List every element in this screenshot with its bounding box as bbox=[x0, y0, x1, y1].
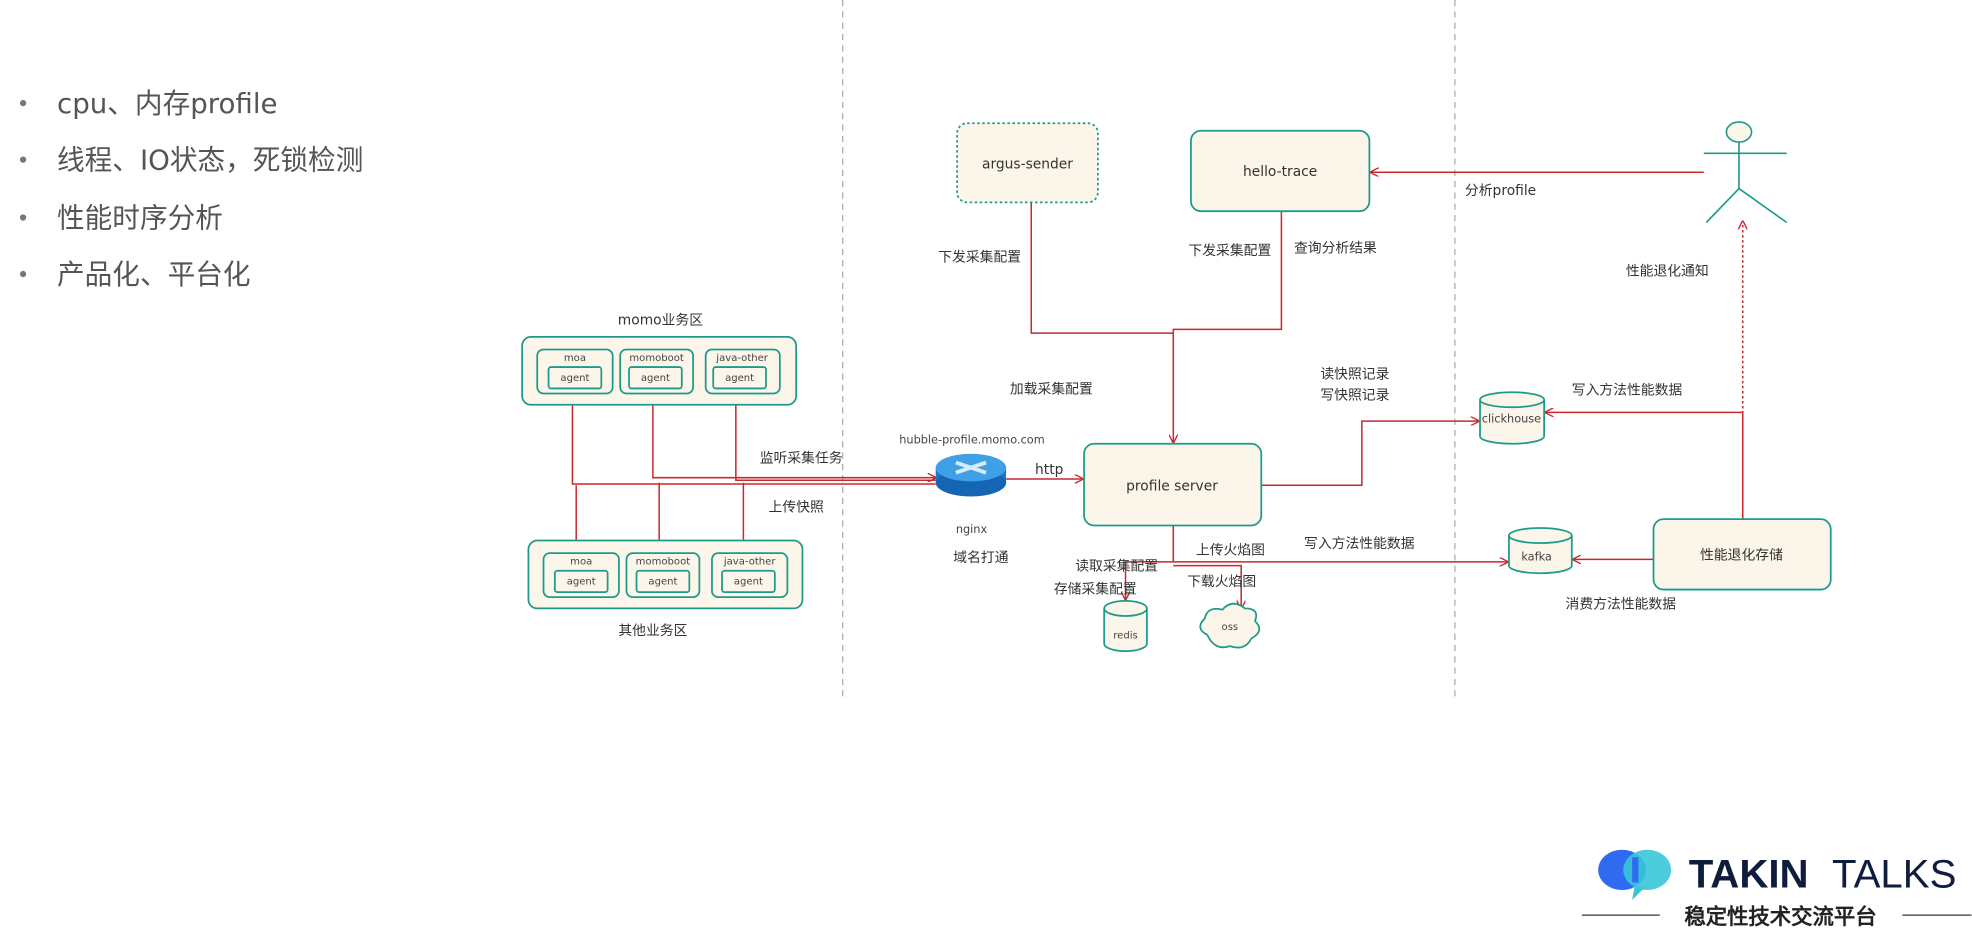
edge-label: 下载火焰图 bbox=[1187, 574, 1256, 590]
bullet-item: 线程、IO状态，死锁检测 bbox=[57, 144, 363, 177]
edge-label: 加载采集配置 bbox=[1010, 381, 1093, 397]
bullet-item: 性能时序分析 bbox=[57, 202, 223, 235]
edge-labels: 监听采集任务 上传快照 hubble-profile.momo.com ngin… bbox=[760, 183, 1709, 613]
node-label: redis bbox=[1113, 631, 1137, 642]
app-label: momoboot bbox=[636, 556, 691, 567]
edge-label: 下发采集配置 bbox=[1188, 243, 1271, 259]
momo-zone: momo业务区 moa agent momoboot agent java-othe… bbox=[521, 312, 798, 406]
node-label: profile server bbox=[1126, 478, 1218, 494]
edge-label: 写入方法性能数据 bbox=[1304, 536, 1415, 552]
edge-label: 写快照记录 bbox=[1320, 388, 1389, 404]
edge-label: 分析profile bbox=[1465, 183, 1536, 199]
app-label: java-other bbox=[715, 353, 768, 364]
connectors bbox=[571, 172, 1742, 608]
agent-label: agent bbox=[734, 577, 763, 588]
node-label: oss bbox=[1222, 622, 1239, 633]
edge-label: 监听采集任务 bbox=[760, 451, 843, 467]
edge-label: http bbox=[1035, 462, 1064, 478]
app-label: java-other bbox=[723, 556, 776, 567]
bullet-dot bbox=[19, 270, 27, 278]
app-moa[interactable]: moa agent bbox=[542, 552, 620, 598]
agent-label: agent bbox=[567, 577, 596, 588]
edge-label: 消费方法性能数据 bbox=[1566, 596, 1677, 612]
other-zone: moa agent momoboot agent java-other agent 其… bbox=[527, 539, 804, 639]
app-label: moa bbox=[570, 556, 592, 567]
edge-label: 下发采集配置 bbox=[938, 249, 1021, 265]
logo-tagline: 稳定性技术交流平台 bbox=[1684, 904, 1876, 930]
app-label: momoboot bbox=[629, 353, 684, 364]
edge-label: 读快照记录 bbox=[1320, 366, 1389, 382]
node-label: 性能退化存储 bbox=[1700, 547, 1783, 563]
edge-label: 写入方法性能数据 bbox=[1572, 383, 1683, 399]
app-java-other[interactable]: java-other agent bbox=[711, 552, 789, 598]
agent-label: agent bbox=[648, 577, 677, 588]
agent-label: agent bbox=[725, 373, 754, 384]
node-hello-trace[interactable]: hello-trace bbox=[1190, 129, 1371, 213]
edge-label: 上传火焰图 bbox=[1196, 542, 1265, 558]
edge-label: 上传快照 bbox=[769, 500, 824, 516]
node-label: argus-sender bbox=[982, 156, 1073, 172]
bullet-dot bbox=[19, 99, 27, 107]
edge-label: 域名打通 bbox=[953, 549, 1008, 566]
edge-label: hubble-profile.momo.com bbox=[899, 434, 1044, 447]
takintalks-logo: TAKIN TALKS 稳定性技术交流平台 bbox=[1581, 849, 1972, 930]
bullet-dot bbox=[19, 214, 27, 221]
zone-title: 其他业务区 bbox=[618, 623, 687, 639]
node-label: clickhouse bbox=[1482, 412, 1541, 425]
oss-cloud-icon[interactable]: oss bbox=[1199, 602, 1261, 649]
zone-title: momo业务区 bbox=[618, 312, 703, 328]
bullet-item: cpu、内存profile bbox=[57, 87, 278, 120]
agent-label: agent bbox=[641, 373, 670, 384]
kafka-database-icon[interactable]: kafka bbox=[1508, 527, 1573, 575]
edge-label: 查询分析结果 bbox=[1294, 241, 1377, 257]
logo-brand-light: TALKS bbox=[1832, 851, 1956, 896]
edge-label: 读取采集配置 bbox=[1075, 559, 1158, 575]
nginx-router-icon[interactable] bbox=[935, 453, 1007, 497]
edge-label: 性能退化通知 bbox=[1626, 262, 1709, 279]
app-moa[interactable]: moa agent bbox=[536, 348, 614, 395]
node-profile-server[interactable]: profile server bbox=[1083, 442, 1263, 527]
bullet-item: 产品化、平台化 bbox=[57, 258, 250, 291]
bullet-list: cpu、内存profile 线程、IO状态，死锁检测 性能时序分析 产品化、平台… bbox=[19, 87, 363, 291]
node-storage[interactable]: 性能退化存储 bbox=[1652, 518, 1832, 591]
edge-label: nginx bbox=[956, 523, 988, 536]
clickhouse-database-icon[interactable]: clickhouse bbox=[1479, 391, 1546, 445]
user-actor-icon bbox=[1703, 121, 1788, 224]
app-label: moa bbox=[564, 353, 586, 364]
node-label: hello-trace bbox=[1243, 164, 1317, 180]
edge-label: 存储采集配置 bbox=[1054, 581, 1137, 597]
agent-label: agent bbox=[560, 373, 589, 384]
redis-database-icon[interactable]: redis bbox=[1103, 599, 1148, 653]
bullet-dot bbox=[19, 156, 27, 163]
app-momoboot[interactable]: momoboot agent bbox=[625, 552, 701, 598]
node-label: kafka bbox=[1521, 551, 1552, 564]
node-argus-sender[interactable]: argus-sender bbox=[956, 122, 1099, 204]
app-momoboot[interactable]: momoboot agent bbox=[619, 348, 694, 395]
app-java-other[interactable]: java-other agent bbox=[704, 348, 781, 395]
logo-brand-bold: TAKIN bbox=[1689, 851, 1809, 896]
